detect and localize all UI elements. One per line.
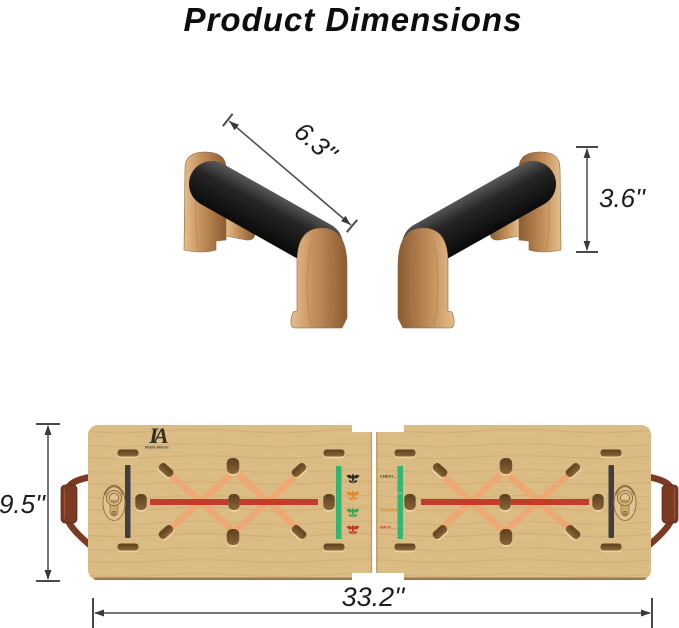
slot-hole bbox=[290, 524, 307, 541]
muscle-labels: CHEST.... SHOULDER TRICEPS... BACK.... bbox=[380, 475, 402, 530]
slot-hole bbox=[394, 543, 416, 553]
handle-length-label: 6.3'' bbox=[289, 116, 344, 169]
slot-hole bbox=[499, 458, 513, 476]
slot-hole bbox=[117, 543, 139, 553]
dimension-board-length: 33.2'' bbox=[92, 582, 653, 628]
slot-hole bbox=[432, 524, 449, 541]
slot-hole bbox=[135, 494, 147, 512]
board-left-half: IA Mobile Athletic bbox=[88, 423, 373, 580]
dimension-handle-height: 3.6'' bbox=[576, 146, 646, 253]
handle-height-label: 3.6'' bbox=[599, 183, 646, 213]
slot-hole bbox=[431, 462, 448, 479]
slot-hole bbox=[600, 543, 622, 553]
slot-hole bbox=[565, 462, 582, 479]
carry-strap-right bbox=[645, 473, 679, 549]
slot-hole bbox=[158, 524, 175, 541]
d-ring-latch-right bbox=[612, 484, 638, 522]
slot-hole bbox=[323, 494, 335, 512]
slot-hole bbox=[404, 494, 416, 512]
black-band-left bbox=[125, 465, 131, 538]
slot-hole bbox=[291, 462, 308, 479]
pushup-handle-left bbox=[184, 152, 347, 328]
slot-hole bbox=[600, 449, 622, 459]
black-band-right bbox=[608, 465, 614, 538]
slot-hole bbox=[592, 494, 604, 512]
brand-logo-subtext: Mobile Athletic bbox=[145, 446, 169, 450]
slot-hole bbox=[157, 462, 174, 479]
slot-hole bbox=[228, 494, 240, 512]
label-back: BACK.... bbox=[380, 526, 396, 530]
dimension-board-depth: 9.5'' bbox=[0, 423, 60, 582]
pushup-handle-right bbox=[398, 152, 561, 328]
label-chest: CHEST.... bbox=[380, 475, 398, 479]
label-shoulder: SHOULDER bbox=[380, 492, 402, 496]
green-strip-left bbox=[336, 466, 342, 539]
board-right-half: CHEST.... SHOULDER TRICEPS... BACK.... bbox=[376, 425, 651, 580]
green-strip-right bbox=[397, 466, 403, 539]
slot-hole bbox=[226, 458, 240, 476]
slot-hole bbox=[499, 494, 511, 512]
slot-hole bbox=[564, 524, 581, 541]
board-length-label: 33.2'' bbox=[342, 582, 406, 612]
slot-hole bbox=[226, 529, 240, 547]
slot-hole bbox=[117, 449, 139, 459]
d-ring-latch-left bbox=[101, 484, 127, 522]
label-triceps: TRICEPS... bbox=[380, 509, 401, 513]
carry-strap-left bbox=[60, 473, 94, 549]
slot-hole bbox=[394, 449, 416, 459]
slot-hole bbox=[499, 529, 513, 547]
slot-hole bbox=[323, 543, 345, 553]
slot-hole bbox=[323, 449, 345, 459]
page-title: Product Dimensions bbox=[184, 1, 523, 38]
board-depth-label: 9.5'' bbox=[0, 489, 46, 519]
